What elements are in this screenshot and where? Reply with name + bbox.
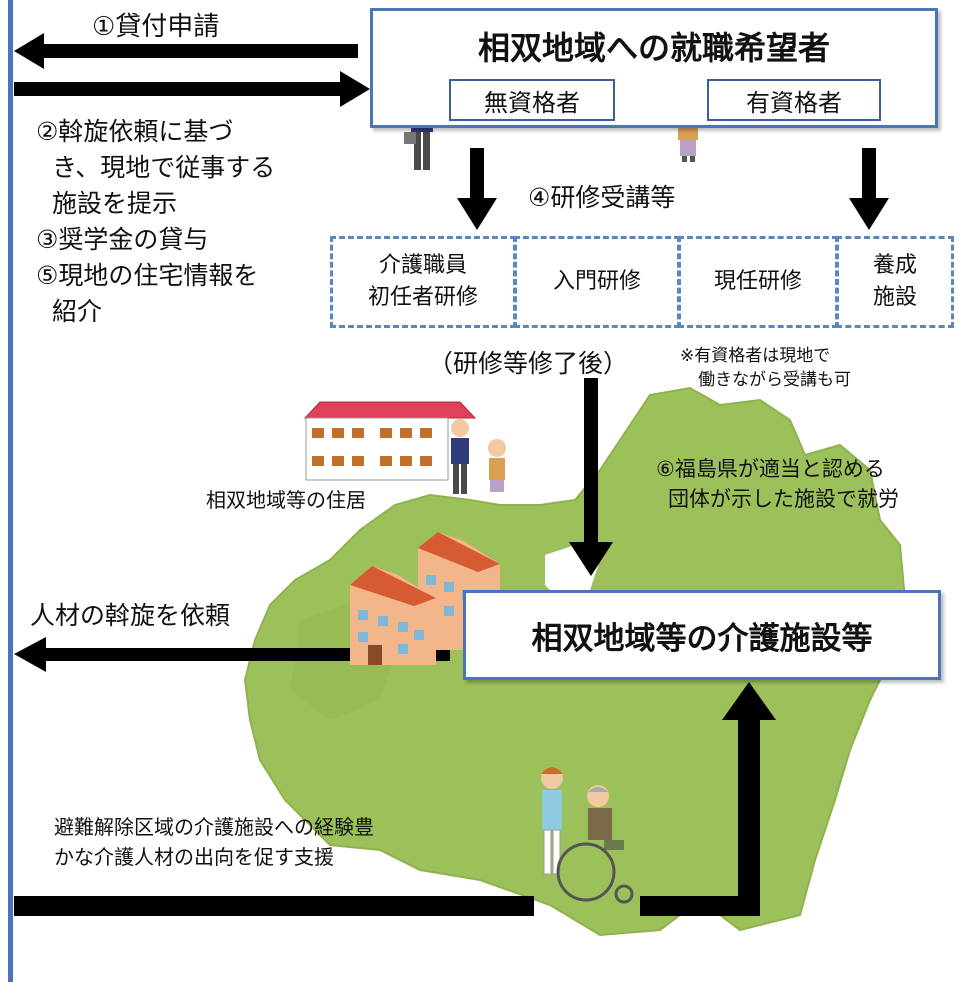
support-line2: かな介護人材の出向を促す支援 bbox=[54, 845, 334, 869]
loan-application-label: ①貸付申請 bbox=[92, 12, 220, 42]
facility-title: 相双地域等の介護施設等 bbox=[531, 620, 873, 657]
unqualified-box: 無資格者 bbox=[449, 79, 615, 121]
step2-line1: ②斡旋依頼に基づ bbox=[36, 117, 234, 146]
qualified-note-line2: 働きながら受講も可 bbox=[698, 370, 851, 390]
qualified-box: 有資格者 bbox=[707, 79, 881, 121]
training-box-intro: 入門研修 bbox=[514, 236, 680, 328]
support-bar-right bbox=[640, 896, 760, 916]
arrow-unqualified-head bbox=[457, 198, 497, 230]
step5-line2: 紹介 bbox=[52, 297, 103, 326]
apartment-house-icon bbox=[303, 401, 506, 494]
residence-label: 相双地域等の住居 bbox=[206, 488, 366, 512]
arrow-request-head bbox=[14, 637, 46, 672]
arrow-unqualified-shaft bbox=[470, 148, 484, 200]
caregiver-wheelchair-icon bbox=[541, 767, 634, 904]
training-box-initial-line2: 初任者研修 bbox=[367, 285, 478, 310]
arrow-placement-shaft bbox=[14, 82, 344, 96]
support-text: 避難解除区域の介護施設への経験豊 かな介護人材の出向を促す支援 bbox=[54, 812, 374, 872]
arrow-loan-shaft bbox=[38, 44, 358, 58]
arrow-request-shaft bbox=[44, 648, 450, 661]
arrow-qualified-shaft bbox=[862, 148, 876, 200]
applicant-title: 相双地域への就職希望者 bbox=[477, 29, 830, 67]
work-label-line1: ⑥福島県が適当と認める bbox=[656, 457, 885, 481]
training-label: ④研修受講等 bbox=[528, 183, 676, 212]
arrow-to-facility-shaft bbox=[584, 378, 598, 544]
qualified-label: 有資格者 bbox=[746, 88, 842, 117]
arrow-qualified-head bbox=[849, 198, 889, 230]
unqualified-label: 無資格者 bbox=[484, 88, 580, 117]
left-steps: ②斡旋依頼に基づ き、現地で従事する 施設を提示 ③奨学金の貸与 ⑤現地の住宅情… bbox=[36, 114, 275, 330]
step2-line2: き、現地で従事する bbox=[52, 153, 276, 182]
step5-line1: ⑤現地の住宅情報を bbox=[36, 261, 259, 290]
training-box-intro-label: 入門研修 bbox=[552, 269, 641, 294]
training-box-school-line2: 施設 bbox=[872, 285, 917, 310]
arrow-loan-head bbox=[14, 33, 44, 69]
step3: ③奨学金の貸与 bbox=[36, 225, 209, 254]
request-staff-label: 人材の斡旋を依頼 bbox=[30, 601, 231, 630]
work-label: ⑥福島県が適当と認める 団体が示した施設で就労 bbox=[632, 454, 957, 514]
after-training-label: （研修等修了後） bbox=[428, 349, 629, 378]
training-box-inservice-label: 現任研修 bbox=[713, 269, 802, 294]
work-label-line2: 団体が示した施設で就労 bbox=[668, 487, 899, 511]
training-box-school: 養成施設 bbox=[836, 236, 954, 328]
support-up-head bbox=[722, 682, 776, 720]
facility-box: 相双地域等の介護施設等 bbox=[463, 590, 941, 680]
arrow-to-facility-head bbox=[569, 542, 613, 576]
qualified-note: ※有資格者は現地で 働きながら受講も可 bbox=[680, 344, 851, 392]
support-up-shaft bbox=[738, 718, 760, 916]
training-box-school-line1: 養成 bbox=[872, 253, 917, 278]
support-line1: 避難解除区域の介護施設への経験豊 bbox=[54, 815, 374, 839]
left-border bbox=[8, 0, 13, 982]
training-box-inservice: 現任研修 bbox=[678, 236, 838, 328]
step2-line3: 施設を提示 bbox=[52, 189, 178, 218]
training-box-initial-line1: 介護職員 bbox=[378, 253, 467, 278]
arrow-placement-head bbox=[340, 71, 370, 107]
applicant-box: 相双地域への就職希望者 無資格者 有資格者 bbox=[370, 8, 938, 128]
qualified-note-line1: ※有資格者は現地で bbox=[680, 346, 831, 366]
support-bar-left bbox=[14, 896, 534, 916]
training-box-initial: 介護職員初任者研修 bbox=[330, 236, 516, 328]
